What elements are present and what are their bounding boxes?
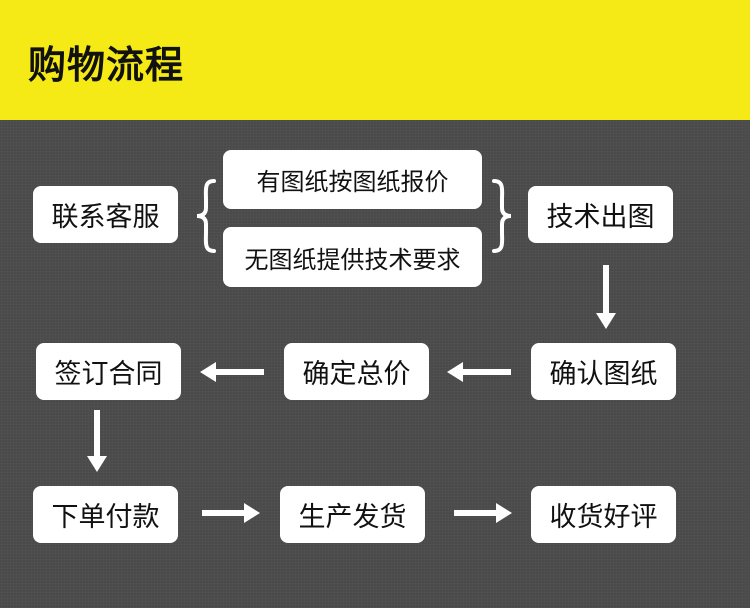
arrow-right-icon	[202, 503, 260, 523]
arrow-left-icon	[200, 362, 264, 382]
step-without-drawing: 无图纸提供技术要求	[223, 227, 482, 287]
page-title: 购物流程	[28, 43, 185, 87]
arrow-down-icon	[87, 410, 107, 472]
step-confirm-drawing: 确认图纸	[531, 343, 676, 400]
step-produce-ship: 生产发货	[280, 486, 425, 543]
step-contact: 联系客服	[33, 186, 178, 243]
arrow-right-icon	[454, 503, 512, 523]
step-pay: 下单付款	[33, 486, 178, 543]
step-confirm-price: 确定总价	[284, 343, 429, 400]
left-brace-icon	[196, 179, 216, 253]
header-banner: 购物流程	[0, 0, 750, 120]
step-with-drawing: 有图纸按图纸报价	[223, 150, 482, 209]
arrow-left-icon	[447, 362, 511, 382]
step-sign-contract: 签订合同	[36, 343, 181, 400]
arrow-down-icon	[596, 265, 616, 329]
right-brace-icon	[492, 179, 512, 253]
step-tech-drawing: 技术出图	[528, 186, 673, 243]
step-review: 收货好评	[531, 486, 676, 543]
